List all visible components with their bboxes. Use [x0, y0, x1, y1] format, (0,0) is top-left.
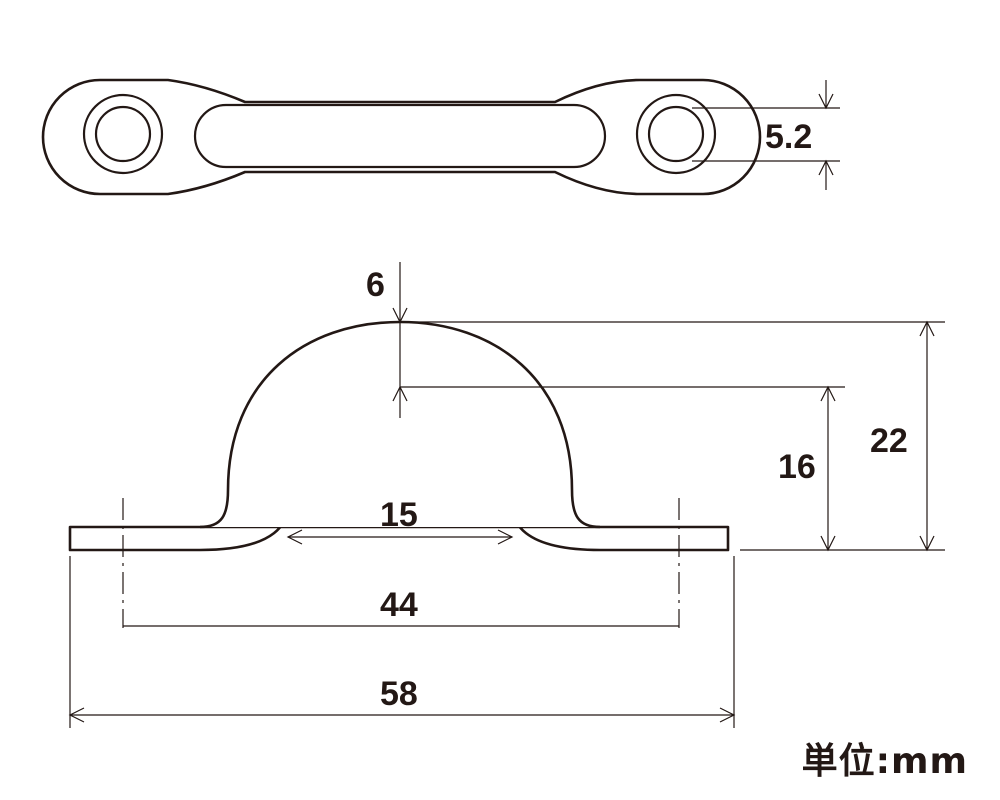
dimension-inner-width: 15	[286, 496, 514, 545]
top-view-handle-slot	[193, 103, 607, 169]
dimension-hole-pitch: 44	[123, 586, 679, 627]
top-view-left-boss	[82, 93, 164, 175]
dimension-label-inner-width: 15	[380, 496, 418, 534]
dimension-hole-diameter: 5.2	[692, 80, 840, 190]
dimension-label-hole-diameter: 5.2	[765, 118, 812, 156]
dimension-overall-length: 58	[68, 675, 736, 723]
unit-note: 単位:mm	[801, 741, 968, 782]
dimension-inner-height: 16	[778, 385, 836, 552]
top-view-right-hole	[647, 105, 705, 163]
top-view-right-boss	[635, 93, 717, 175]
dimension-label-inner-height: 16	[778, 448, 816, 486]
dimension-overall-height: 22	[870, 320, 935, 552]
top-view-left-hole	[94, 105, 152, 163]
dimension-label-thickness: 6	[366, 266, 385, 304]
dimension-thickness: 6	[366, 262, 408, 418]
side-view: 6 16 22 15 44	[68, 262, 945, 728]
dimension-label-overall-length: 58	[380, 675, 418, 713]
dimension-label-overall-height: 22	[870, 422, 908, 460]
top-view: 5.2	[41, 78, 840, 196]
dimension-label-hole-pitch: 44	[380, 586, 418, 624]
